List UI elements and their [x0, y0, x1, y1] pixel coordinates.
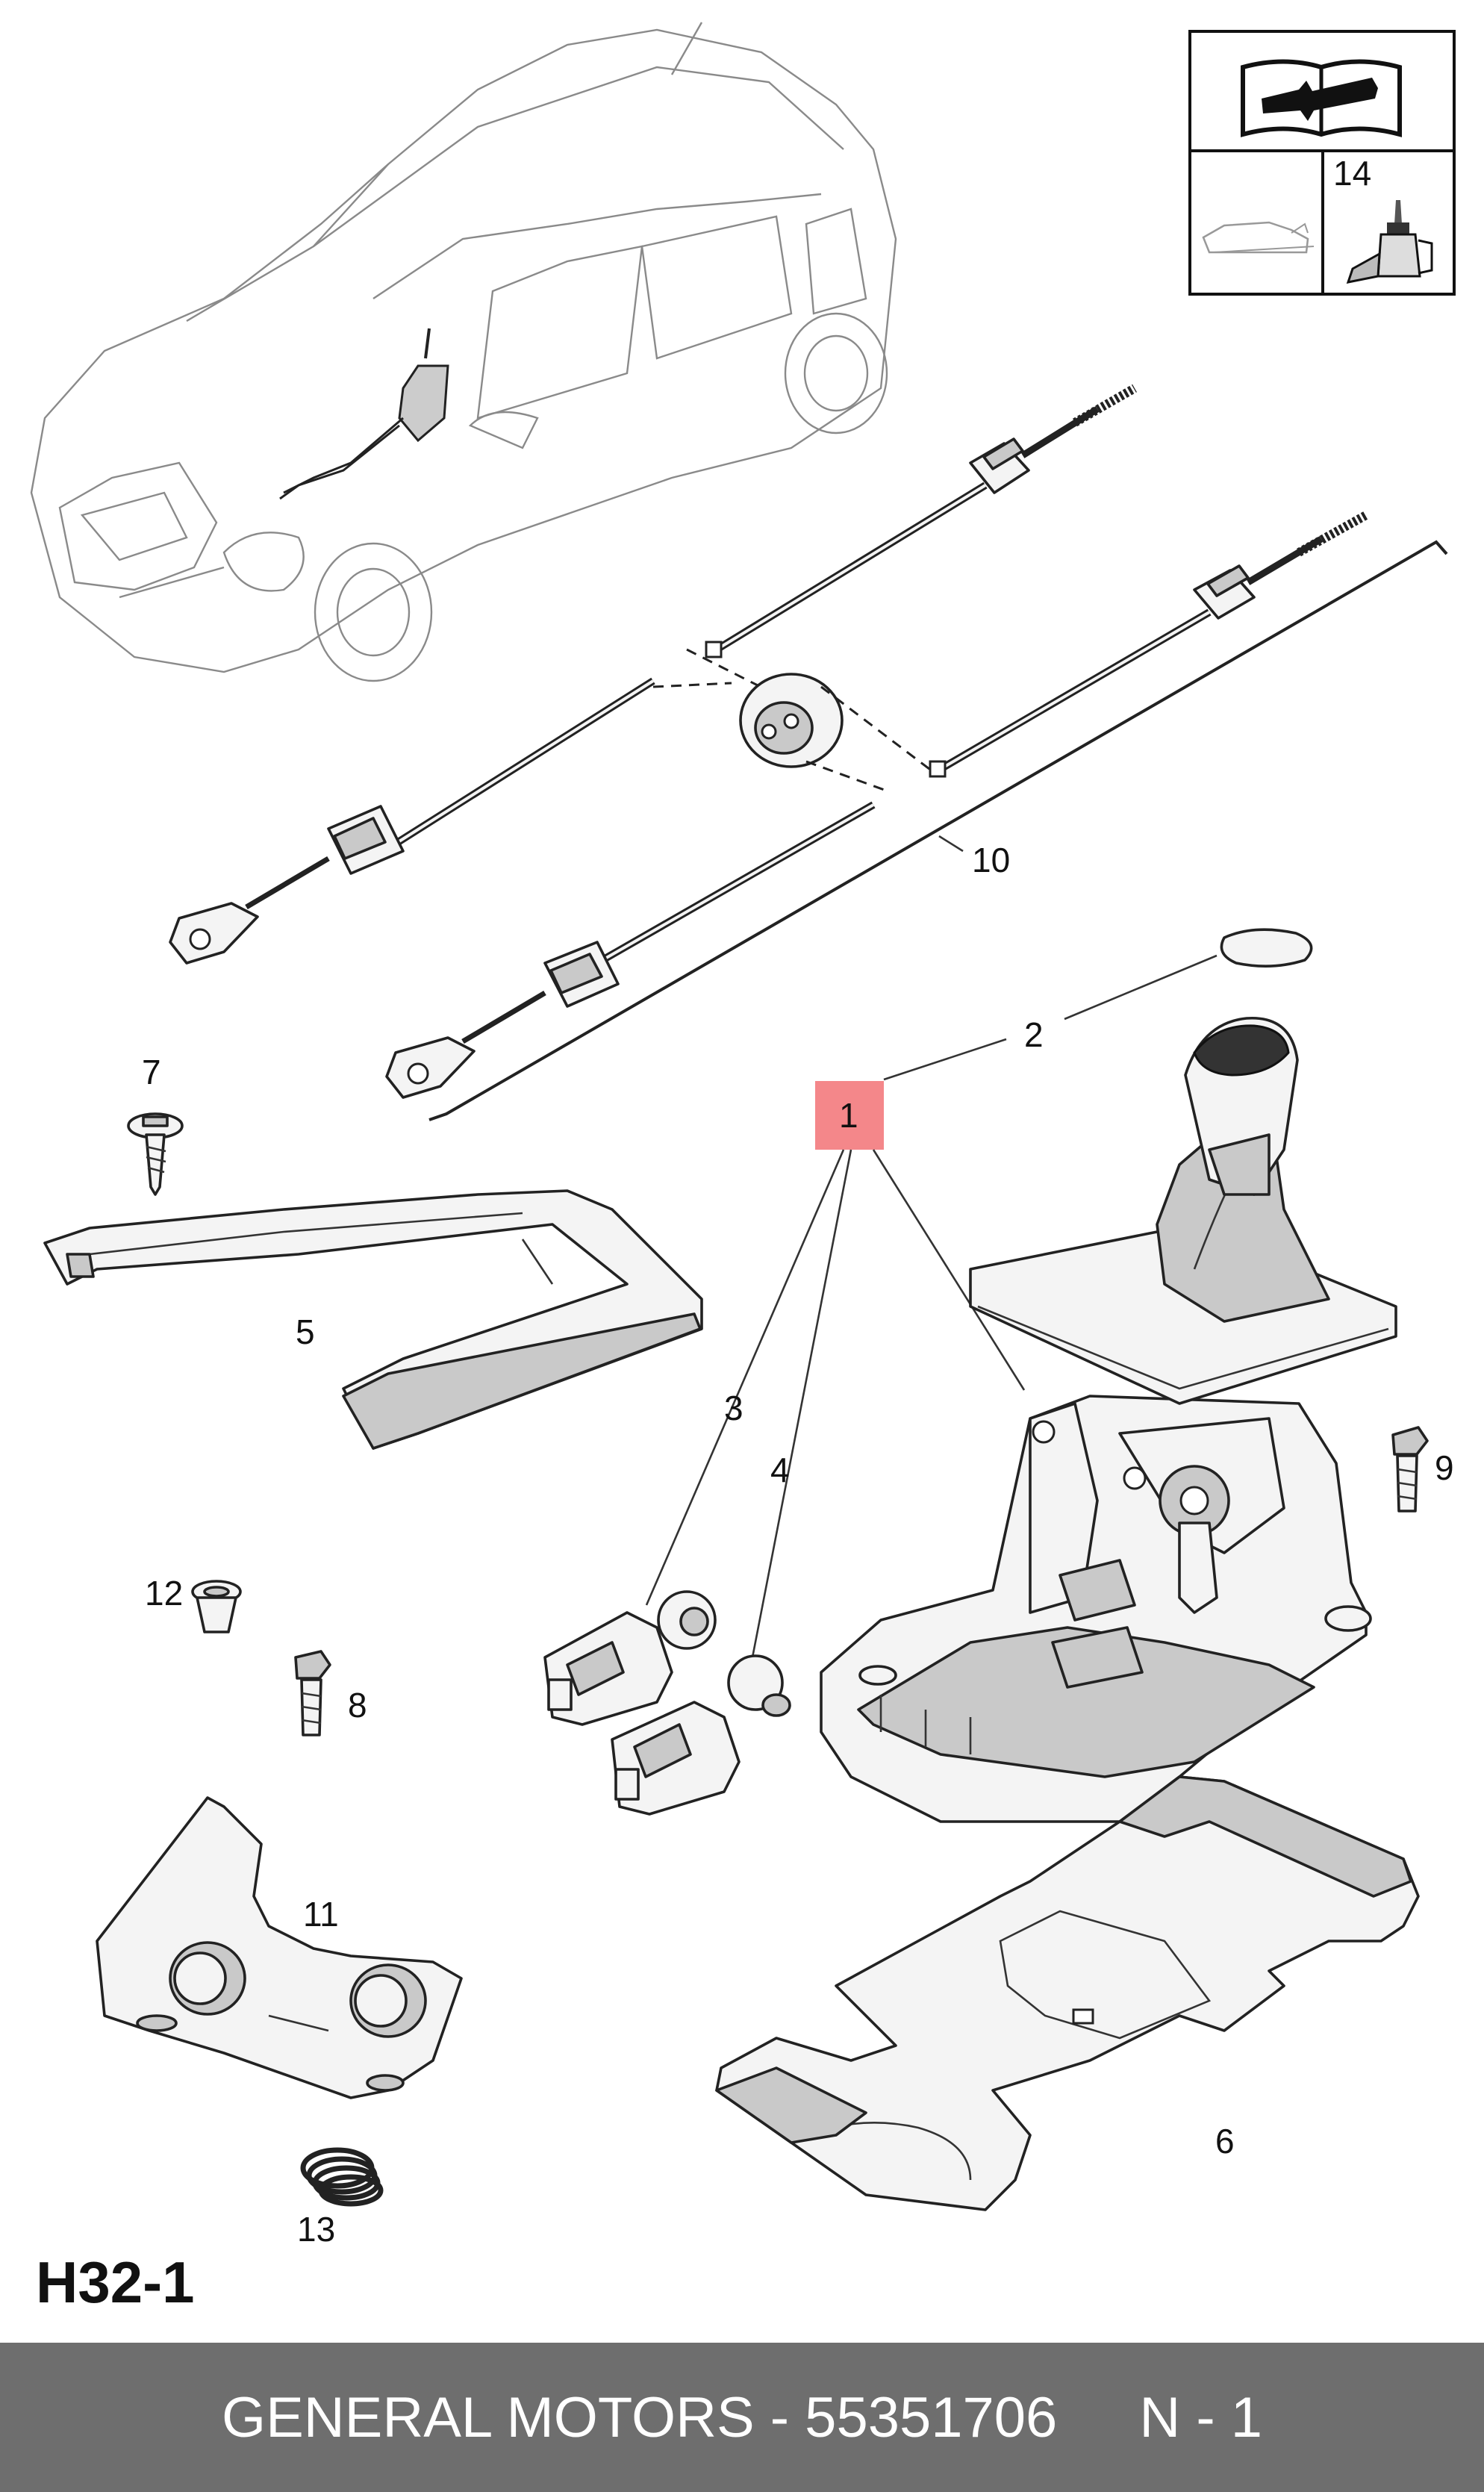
callout-3: 3 — [724, 1389, 743, 1427]
legend-box: 14 — [1188, 30, 1456, 296]
diagram-code: H32-1 — [36, 2249, 195, 2315]
callout-13: 13 — [297, 2210, 335, 2249]
footer-quantity: N - 1 — [1139, 2385, 1263, 2449]
callout-12: 12 — [145, 1574, 183, 1613]
console-trim-frame: 5 — [43, 1189, 703, 1450]
callout-14: 14 — [1333, 154, 1371, 193]
gear-shifter-assembly — [820, 1017, 1397, 1823]
clip-12: 12 — [145, 1574, 242, 1633]
manual-wrench-icon — [1241, 59, 1402, 137]
vehicle-locator-drawing — [30, 22, 897, 682]
callout-5: 5 — [296, 1312, 315, 1351]
callout-6: 6 — [1215, 2122, 1235, 2161]
callout-1-highlight — [815, 1081, 884, 1150]
callout-2: 2 — [1024, 1015, 1044, 1054]
callout-10: 10 — [972, 841, 1010, 879]
bolt-9: 9 — [1391, 1426, 1454, 1513]
bolt-8: 8 — [294, 1650, 367, 1736]
spring-13: 13 — [297, 2147, 384, 2249]
callout-7: 7 — [142, 1053, 161, 1091]
callout-4: 4 — [770, 1451, 790, 1489]
footer-bar: GENERAL MOTORS - 55351706 N - 1 — [0, 2343, 1484, 2492]
footer-brand-part-number: GENERAL MOTORS - 55351706 — [221, 2385, 1058, 2449]
callout-8: 8 — [348, 1686, 367, 1725]
callout-9: 9 — [1435, 1448, 1454, 1487]
screw-7: 7 — [127, 1053, 184, 1196]
sealant-tube-icon — [1346, 200, 1433, 284]
gear-cable-set: 10 — [169, 384, 1448, 1121]
callout-11: 11 — [303, 1895, 339, 1934]
insulation-pad-6: 6 — [715, 1775, 1420, 2211]
selector-parts — [543, 1590, 791, 1816]
knob-cap: 2 — [883, 928, 1313, 1081]
insulator-11: 11 — [96, 1796, 463, 2099]
vehicle-outline-icon — [1202, 221, 1315, 254]
callout-1: 1 — [839, 1096, 858, 1135]
main-part-callout: 1 3 4 — [645, 1081, 1026, 1658]
